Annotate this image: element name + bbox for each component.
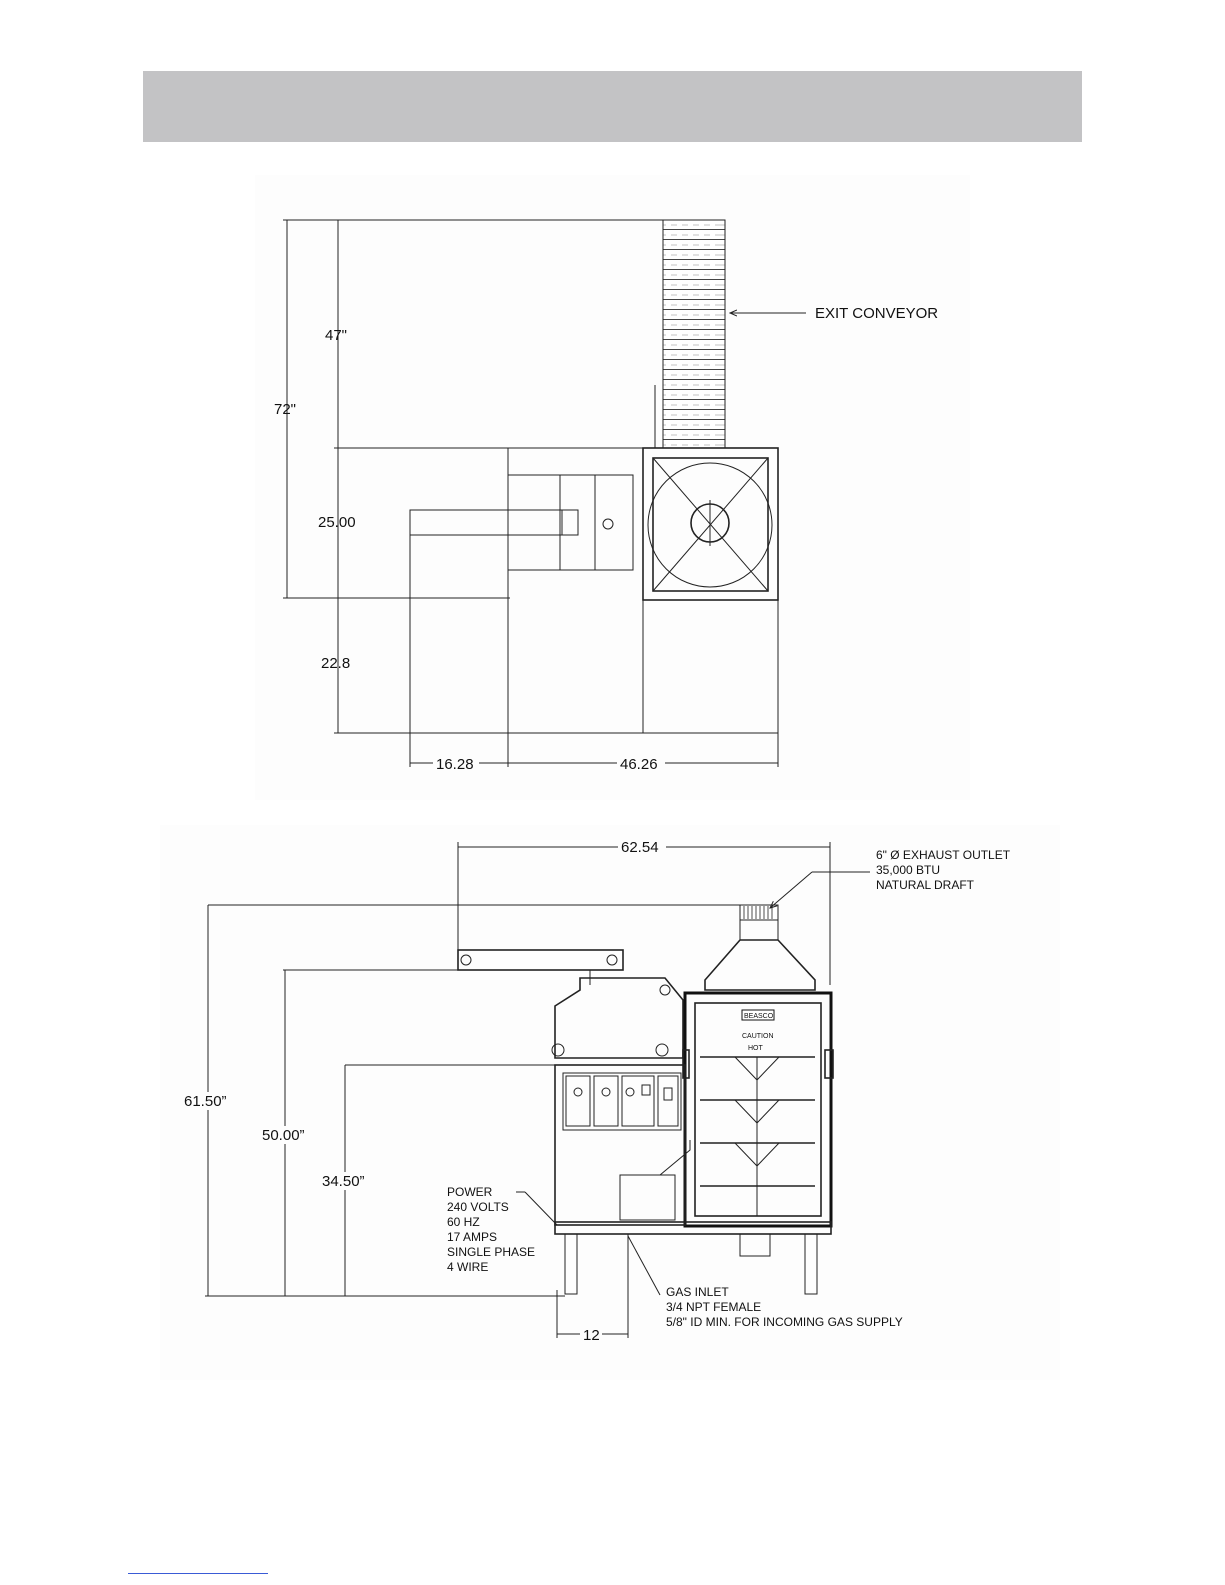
exhaust-note-line-3: NATURAL DRAFT — [876, 878, 975, 892]
dim-16-28: 16.28 — [436, 756, 474, 773]
power-note-line-2: 240 VOLTS — [447, 1200, 509, 1214]
leg-front-left — [565, 1234, 577, 1294]
gas-note-line-1: GAS INLET — [666, 1285, 729, 1299]
top-shelf-elev — [458, 950, 623, 970]
dim-25: 25.00 — [318, 514, 356, 531]
power-note-line-1: POWER — [447, 1185, 493, 1199]
caution-label: CAUTION — [742, 1033, 774, 1040]
dim-22-8: 22.8 — [321, 655, 350, 672]
control-knob-plan — [603, 519, 613, 529]
gas-valve-housing — [620, 1175, 675, 1220]
exit-conveyor-label: EXIT CONVEYOR — [815, 305, 938, 322]
gas-note-line-3: 5/8" ID MIN. FOR INCOMING GAS SUPPLY — [666, 1315, 903, 1329]
drip-pan — [740, 1234, 770, 1256]
dim-46-26: 46.26 — [620, 756, 658, 773]
oven-cabinet-elev — [685, 993, 831, 1226]
hot-label: HOT — [748, 1045, 764, 1052]
dim-50-00: 50.00” — [262, 1127, 305, 1144]
exhaust-stack — [740, 920, 778, 940]
base-outline-plan — [508, 448, 643, 733]
exhaust-hood — [705, 940, 815, 990]
dim-12: 12 — [583, 1327, 600, 1344]
exhaust-note-line-2: 35,000 BTU — [876, 863, 940, 877]
loading-shelf-plan — [410, 510, 578, 535]
plan-view: EXIT CONVEYOR 47" 72" 25.00 22.8 16.28 4… — [274, 220, 954, 773]
footer-link-underline[interactable] — [128, 1573, 268, 1574]
power-note-line-5: SINGLE PHASE — [447, 1245, 535, 1259]
control-modules — [566, 1076, 678, 1126]
leg-front-right — [805, 1234, 817, 1294]
burner-feed — [620, 1140, 690, 1175]
dim-47: 47" — [325, 327, 347, 344]
power-note-line-3: 60 HZ — [447, 1215, 480, 1229]
exit-conveyor — [663, 220, 725, 448]
dim-61-50: 61.50” — [184, 1093, 227, 1110]
gas-note-line-2: 3/4 NPT FEMALE — [666, 1300, 761, 1314]
power-note-line-4: 17 AMPS — [447, 1230, 497, 1244]
exhaust-note-line-1: 6" Ø EXHAUST OUTLET — [876, 848, 1011, 862]
power-note-line-6: 4 WIRE — [447, 1260, 488, 1274]
brand-plate-text: BEASCO — [744, 1013, 774, 1020]
oven-shelves — [700, 1057, 815, 1216]
conveyor-hood — [555, 978, 683, 1058]
cabinet-plan — [508, 475, 633, 570]
base-frame — [555, 1222, 831, 1234]
dim-62-54: 62.54 — [621, 839, 659, 856]
dim-72: 72" — [274, 401, 296, 418]
dim-34-50: 34.50” — [322, 1173, 365, 1190]
elevation-view: 62.54 BEASCO CAUTION HOT — [184, 838, 1011, 1344]
